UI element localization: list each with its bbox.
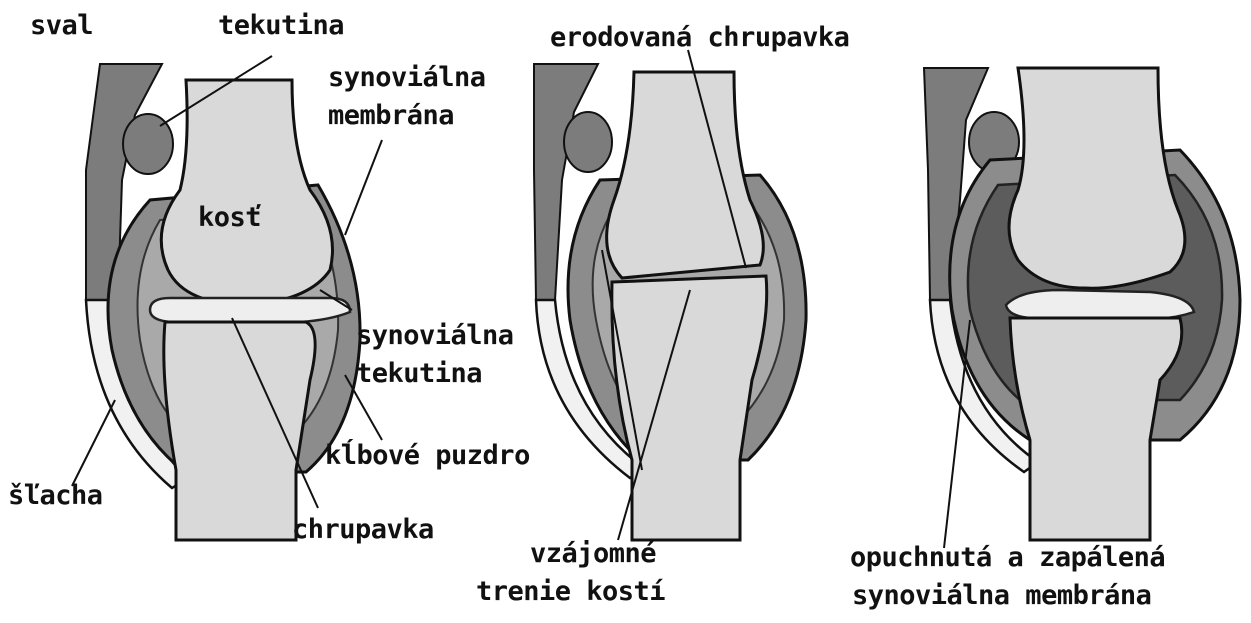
label-synovialna-tekutina-line2: tekutina: [356, 356, 482, 392]
fluid-sac-2: [564, 112, 612, 172]
label-synovialna-tekutina-line1: synoviálna: [356, 318, 514, 354]
lower-bone-2: [612, 276, 767, 540]
label-sval: sval: [30, 8, 93, 44]
leader-membrana: [345, 140, 382, 235]
label-slacha: šľacha: [8, 478, 103, 514]
lower-bone-1: [164, 322, 315, 540]
upper-bone-1: [161, 80, 332, 305]
label-vzajomne-line1: vzájomné: [530, 536, 656, 572]
label-chrupavka: chrupavka: [292, 512, 434, 548]
label-erodovana-chrupavka: erodovaná chrupavka: [550, 20, 849, 56]
eroded-joint: [534, 50, 806, 540]
leader-slacha: [72, 400, 115, 486]
cartilage-1: [150, 298, 350, 322]
label-kost: kosť: [198, 200, 261, 236]
inflamed-joint: [924, 68, 1240, 548]
upper-bone-3: [1009, 68, 1185, 288]
label-synovialna-membrana-line2: membrána: [328, 98, 454, 134]
label-synovialna-membrana-line1: synoviálna: [328, 60, 486, 96]
label-opuchnuta-line2: synoviálna membrána: [852, 578, 1151, 614]
cartilage-3: [1006, 290, 1194, 318]
label-tekutina: tekutina: [218, 8, 344, 44]
label-opuchnuta-line1: opuchnutá a zapálená: [850, 540, 1165, 576]
label-kibove-puzdro: kĺbové puzdro: [325, 438, 530, 474]
label-vzajomne-line2: trenie kostí: [476, 574, 665, 610]
